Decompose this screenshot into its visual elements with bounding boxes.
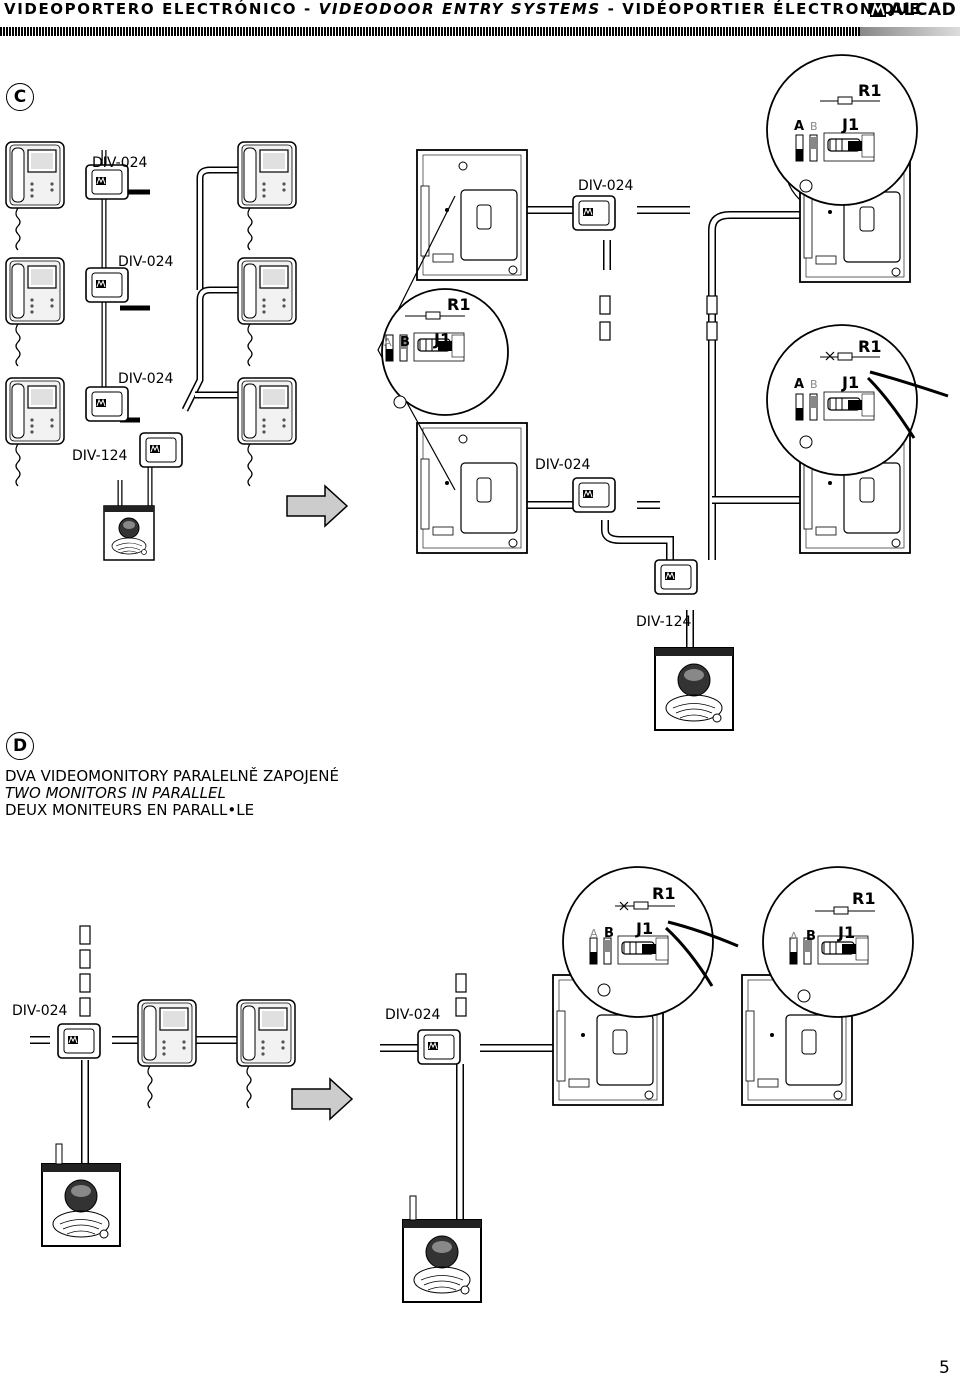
label-div124-1: DIV-124 bbox=[72, 448, 128, 464]
jumper-r1-label-4: R1 bbox=[652, 884, 675, 903]
section-d-caption: DVA VIDEOMONITORY PARALELNĚ ZAPOJENÉ TWO… bbox=[5, 768, 339, 819]
label-div124-2: DIV-124 bbox=[636, 614, 692, 630]
brand-mark-icon bbox=[870, 3, 886, 17]
label-div024-7: DIV-024 bbox=[385, 1007, 441, 1023]
brand-logo: ALCAD bbox=[870, 0, 956, 20]
label-div024-5: DIV-024 bbox=[535, 457, 591, 473]
jumper-a-label-4: A bbox=[590, 927, 598, 940]
jumper-b-label-1: B bbox=[400, 335, 410, 350]
section-d-badge: D bbox=[6, 732, 34, 760]
jumper-j1-label-4: J1 bbox=[635, 919, 653, 938]
jumper-a-label-2: A bbox=[794, 119, 804, 134]
jumper-r1-label-3: R1 bbox=[858, 337, 881, 356]
label-div024-2: DIV-024 bbox=[118, 254, 174, 270]
jumper-a-label-3: A bbox=[794, 377, 804, 392]
header-rule bbox=[0, 27, 860, 36]
jumper-b-label-3: B bbox=[810, 378, 818, 391]
caption-fr: DEUX MONITEURS EN PARALL•LE bbox=[5, 801, 255, 819]
caption-cz: DVA VIDEOMONITORY PARALELNĚ ZAPOJENÉ bbox=[5, 767, 339, 785]
jumper-r1-label-1: R1 bbox=[447, 295, 470, 314]
jumper-j1-label-5: J1 bbox=[837, 923, 855, 942]
jumper-j1-label-2: J1 bbox=[841, 115, 859, 134]
header-rule-fade bbox=[860, 27, 960, 36]
jumper-b-label-5: B bbox=[806, 929, 816, 944]
page-number: 5 bbox=[939, 1358, 950, 1378]
section-c-badge: C bbox=[6, 83, 34, 111]
label-div024-4: DIV-024 bbox=[578, 178, 634, 194]
label-div024-3: DIV-024 bbox=[118, 371, 174, 387]
section-c-before bbox=[5, 141, 348, 561]
jumper-a-label-1: A bbox=[384, 336, 392, 349]
label-div024-1: DIV-024 bbox=[92, 155, 148, 171]
header-title-es: VIDEOPORTERO ELECTRÓNICO - bbox=[4, 0, 319, 18]
brand-name: ALCAD bbox=[890, 0, 957, 20]
section-d-before bbox=[30, 925, 353, 1247]
jumper-r1-label-5: R1 bbox=[852, 889, 875, 908]
label-div024-6: DIV-024 bbox=[12, 1003, 68, 1019]
caption-en: TWO MONITORS IN PARALLEL bbox=[5, 784, 226, 802]
jumper-b-label-4: B bbox=[604, 926, 614, 941]
header-title-en: VIDEODOOR ENTRY SYSTEMS bbox=[318, 0, 601, 18]
jumper-b-label-2: B bbox=[810, 120, 818, 133]
jumper-a-label-5: A bbox=[790, 930, 798, 943]
jumper-j1-label-3: J1 bbox=[841, 373, 859, 392]
header-title: VIDEOPORTERO ELECTRÓNICO - VIDEODOOR ENT… bbox=[4, 0, 921, 18]
section-d-after bbox=[380, 866, 914, 1303]
section-c-after bbox=[377, 54, 949, 731]
jumper-r1-label-2: R1 bbox=[858, 81, 881, 100]
jumper-j1-label-1: J1 bbox=[433, 330, 451, 349]
header-title-fr: - VIDÉOPORTIER ÉLECTRONIQUE bbox=[600, 0, 922, 18]
